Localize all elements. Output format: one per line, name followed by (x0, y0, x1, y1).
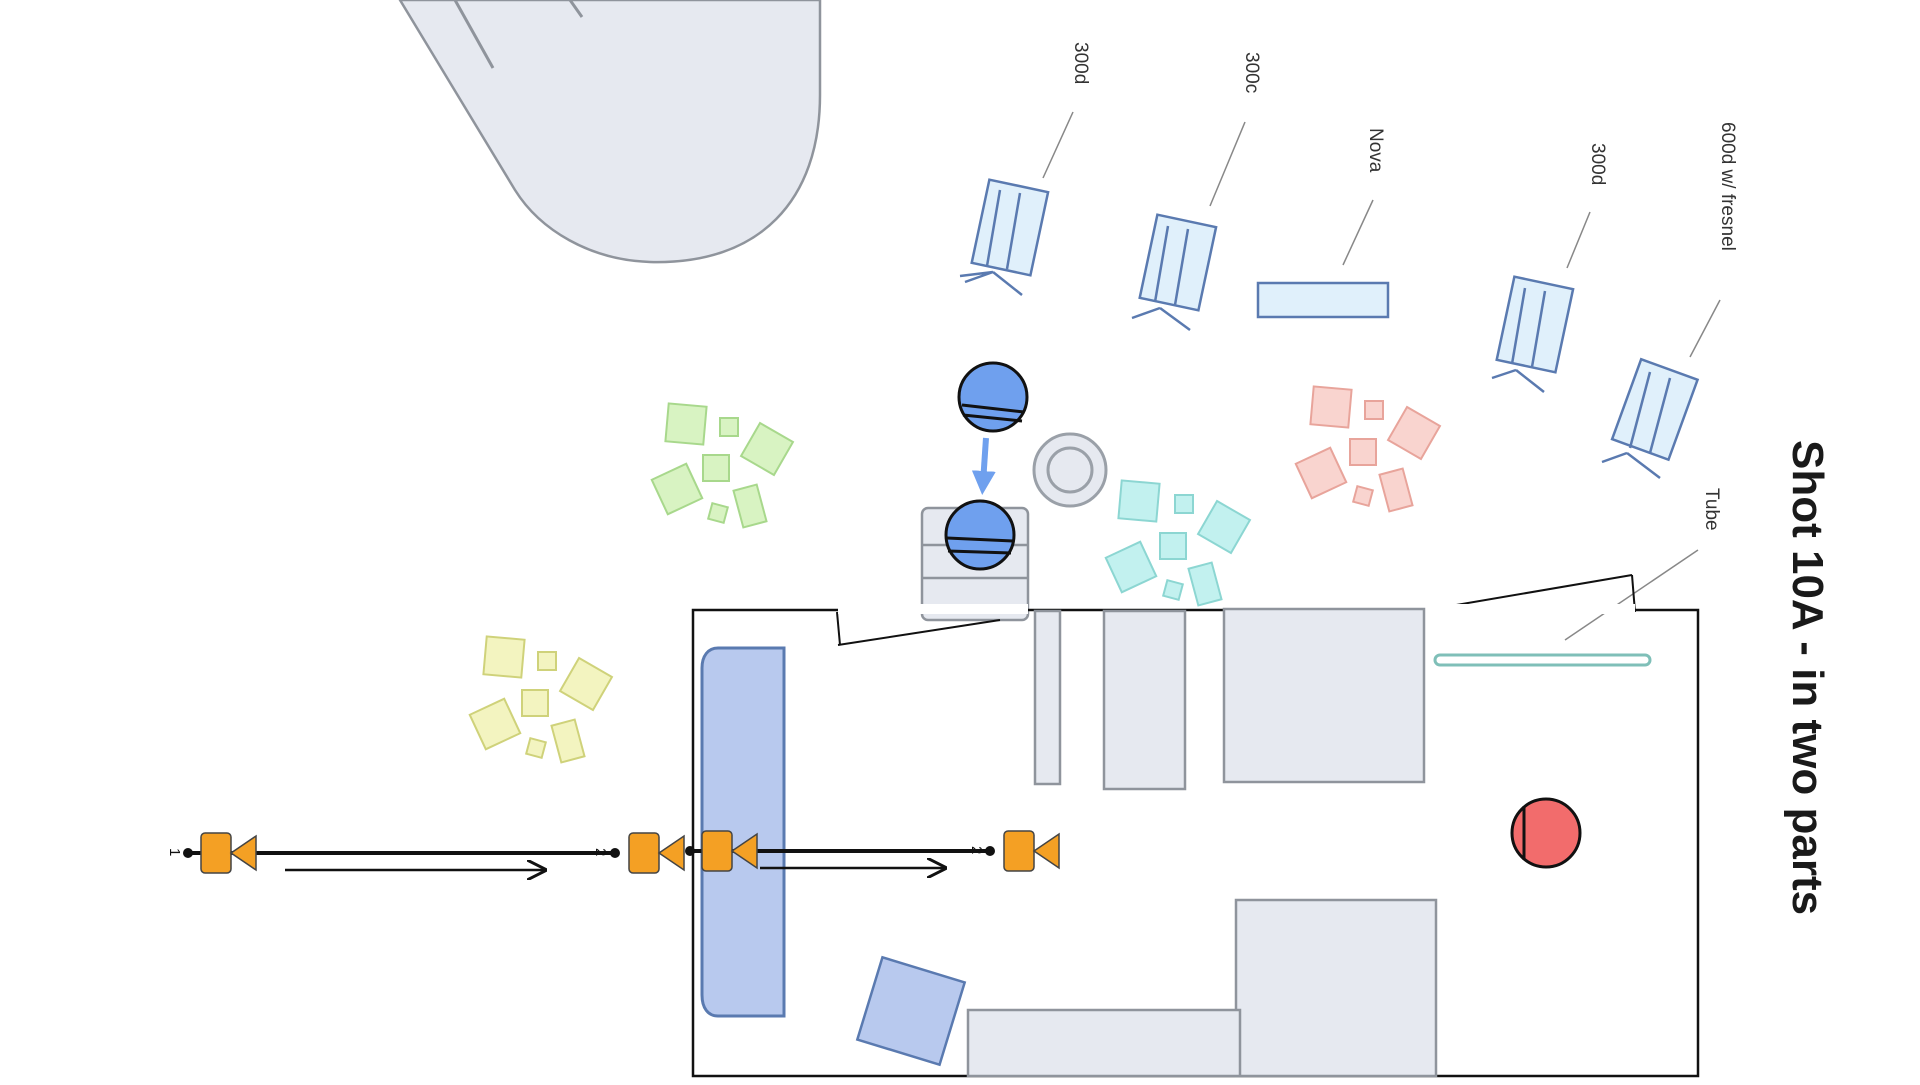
label-leader (1564, 549, 1699, 641)
doorway-gap (838, 604, 1028, 614)
counter (1234, 898, 1438, 1078)
label-leader (1689, 299, 1721, 358)
light-icon (959, 178, 1050, 296)
track-point (985, 846, 995, 856)
doorway-gap (1425, 604, 1635, 614)
label-leader (1342, 199, 1374, 266)
set-piece-line (453, 0, 495, 69)
light-label: 600d w/ fresnel (1717, 122, 1738, 251)
light-label: Tube (1701, 488, 1722, 531)
door-line (837, 619, 1001, 646)
actor-icon (944, 499, 1016, 571)
label-leader (1566, 211, 1591, 269)
track-point (610, 848, 620, 858)
plant-icon (650, 402, 795, 529)
page-title: Shot 10A - in two parts (1783, 440, 1832, 915)
light-icon (1131, 213, 1218, 332)
light-label: 300d (1070, 42, 1091, 84)
camera-icon (1003, 830, 1060, 872)
bench (966, 1008, 1242, 1078)
cabinet (1102, 609, 1187, 791)
couch (700, 646, 786, 1018)
shelf (1033, 609, 1062, 786)
desk (1222, 607, 1426, 784)
camera-mark-label: 1 (166, 848, 183, 856)
set-piece-line (568, 0, 584, 18)
light-label: Nova (1365, 128, 1386, 173)
light-label: 300c (1241, 52, 1262, 93)
light-icon (1601, 357, 1700, 479)
track-point (183, 848, 193, 858)
round-stool (1032, 432, 1108, 508)
label-leader (1209, 121, 1246, 207)
light-icon (1491, 275, 1575, 393)
tube-light (1433, 653, 1652, 667)
plant-icon (1104, 479, 1252, 607)
door-line (836, 611, 841, 646)
camera-icon (628, 832, 685, 874)
camera-mark-label: 2 (592, 848, 609, 856)
round-stool-inner (1046, 446, 1094, 494)
camera-mark-label: 2 (968, 846, 985, 854)
light-label: 300d (1587, 143, 1608, 185)
plant-icon (1294, 385, 1442, 513)
light-icon (1256, 281, 1390, 319)
label-leader (1042, 111, 1074, 179)
actor-icon (957, 361, 1029, 433)
rounded-set-piece (398, 0, 822, 264)
plant-icon (468, 635, 614, 764)
blue-chair (855, 955, 967, 1067)
camera-icon (200, 832, 257, 874)
camera-icon (701, 830, 758, 872)
actor-icon (1510, 797, 1582, 869)
track-point (685, 846, 695, 856)
actor-move-arrow (971, 437, 996, 495)
